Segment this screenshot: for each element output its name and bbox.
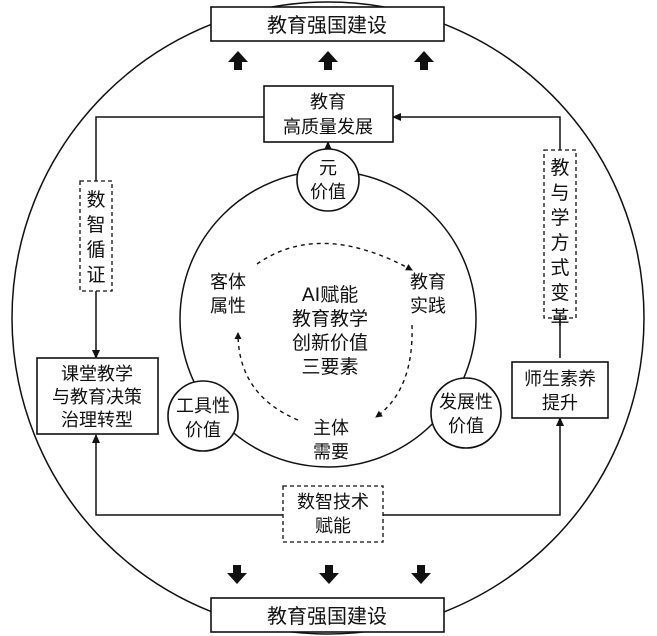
tool-value-line-2: 价值: [185, 420, 221, 441]
center-line-2: 教育教学: [292, 308, 368, 330]
left-outcome-line-3: 治理转型: [61, 410, 133, 431]
bottom-title: 教育强国建设: [267, 604, 387, 628]
meta-value-line-2: 价值: [310, 182, 346, 203]
left-vertical-text: 数智循证: [86, 189, 105, 286]
goal-line-2: 高质量发展: [283, 117, 373, 138]
edu-practice-line-1: 教育: [410, 272, 446, 293]
goal-line-1: 教育: [310, 92, 346, 113]
outer-circle: [11, 1, 645, 635]
cycle-arc-left: [234, 332, 299, 421]
tech-enable-line-2: 赋能: [315, 516, 351, 537]
top-title: 教育强国建设: [267, 13, 387, 37]
center-line-3: 创新价值: [292, 332, 368, 354]
bottom-right-connector: [383, 417, 564, 516]
development-value-circle: [430, 377, 502, 449]
tool-value-line-1: 工具性: [176, 396, 230, 417]
tech-enable-box: [282, 485, 384, 543]
left-outcome-box: [36, 357, 159, 435]
development-value-line-1: 发展性: [439, 392, 493, 413]
left-outcome-line-2: 与教育决策: [52, 387, 142, 408]
cycle-arc-right: [375, 324, 413, 418]
edu-practice-line-2: 实践: [410, 296, 446, 317]
subject-need-line-2: 需要: [313, 442, 349, 463]
right-outcome-line-2: 提升: [542, 393, 578, 414]
bottom-title-box: [210, 597, 445, 633]
center-line-1: AI赋能: [302, 284, 359, 306]
tech-enable-line-1: 数智技术: [297, 492, 369, 513]
object-attribute-line-2: 属性: [210, 296, 246, 317]
cycle-arc-top: [256, 242, 413, 271]
top-title-box: [210, 6, 445, 42]
down-arrows: [227, 565, 431, 584]
goal-box: [263, 85, 394, 143]
right-vertical-box: [543, 149, 577, 319]
center-line-4: 三要素: [301, 356, 358, 378]
up-arrows: [228, 51, 434, 70]
left-outcome-line-1: 课堂教学: [61, 364, 133, 385]
tool-value-circle: [167, 380, 239, 452]
subject-need-line-1: 主体: [313, 418, 349, 439]
meta-value-circle: [296, 148, 360, 212]
object-attribute-line-1: 客体: [210, 272, 246, 293]
meta-value-line-1: 元: [319, 158, 337, 179]
development-value-line-2: 价值: [448, 416, 484, 437]
left-vertical-box: [79, 180, 113, 292]
right-vertical-text: 教与学方式变革: [550, 157, 569, 329]
right-outcome-box: [511, 361, 609, 419]
right-outcome-line-1: 师生素养: [524, 369, 596, 390]
bottom-left-connector: [92, 434, 283, 516]
